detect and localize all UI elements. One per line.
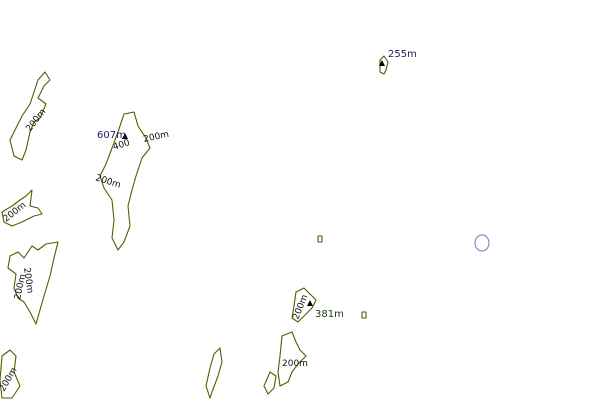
contour-label: 200m: [282, 359, 308, 369]
peak-triangle: [307, 300, 313, 306]
island-west-large: [7, 241, 59, 325]
contour-label: 200m: [94, 173, 122, 191]
island-south-west: [205, 347, 223, 399]
island-south-central: [291, 287, 317, 323]
peak-label: 255m: [388, 49, 417, 60]
contour-label: 200m: [21, 267, 35, 294]
islet-north: [379, 55, 389, 75]
peak-triangle: [122, 133, 128, 139]
contour-label: 200m: [292, 293, 311, 321]
island-southeast-tip: [263, 371, 277, 395]
contour-label: 200m: [0, 366, 20, 393]
contour-label: 200m: [24, 107, 48, 134]
island-far-northwest: [9, 71, 51, 161]
islet-mid: [317, 235, 323, 243]
island-southwest: [0, 349, 21, 399]
contour-label: 200m: [143, 130, 170, 145]
location-marker-icon[interactable]: [474, 234, 490, 252]
peak-triangle: [379, 60, 385, 66]
island-south: [277, 331, 307, 387]
islet-east: [361, 311, 367, 319]
peak-label: 607m: [97, 130, 126, 141]
island-central-west: [99, 111, 151, 251]
island-west-small: [1, 189, 43, 227]
peak-label: 381m: [315, 309, 344, 320]
